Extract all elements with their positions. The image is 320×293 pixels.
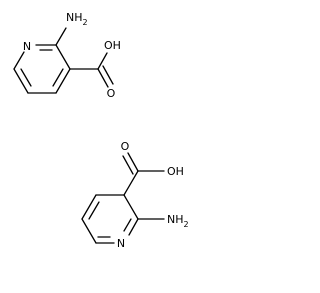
bottom-amino-label: NH2 bbox=[167, 213, 189, 229]
bottom-bond-c2-n-inner bbox=[123, 218, 132, 232]
top-amino-label: NH2 bbox=[66, 11, 88, 27]
top-bond-c-oh bbox=[97, 52, 108, 70]
top-ring-n-label: N bbox=[23, 40, 31, 53]
top-bond-c2-c3 bbox=[55, 44, 71, 70]
bottom-ring-n-label: N bbox=[117, 237, 125, 250]
bottom-carbonyl-label: O bbox=[121, 140, 130, 153]
top-bond-c6-n bbox=[13, 51, 25, 70]
top-bond-c-o-a bbox=[97, 68, 109, 88]
bottom-molecule: N NH2 OH O bbox=[81, 140, 189, 250]
top-carbonyl-label: O bbox=[107, 87, 116, 100]
bottom-hydroxyl-label: OH bbox=[167, 165, 184, 178]
top-molecule: N NH2 OH O bbox=[13, 11, 121, 100]
top-bond-c3-c4 bbox=[55, 68, 71, 94]
top-bond-c-o-b bbox=[102, 65, 114, 85]
bottom-bond-c3-c2 bbox=[123, 194, 139, 220]
top-bond-c3-c4-inner bbox=[52, 68, 64, 87]
bottom-bond-c6-c5 bbox=[81, 218, 97, 244]
bottom-bond-c5-c4-inner bbox=[88, 201, 100, 220]
chemical-structures-drawing: N NH2 OH O N NH2 OH O bbox=[13, 11, 189, 250]
top-bond-c5-c6-inner bbox=[20, 68, 32, 87]
bottom-bond-c-o-b bbox=[122, 155, 134, 175]
top-hydroxyl-label: OH bbox=[104, 39, 121, 52]
bottom-bond-c5-c4 bbox=[81, 194, 97, 220]
top-bond-c2-nh2 bbox=[55, 27, 67, 46]
bottom-bond-c3-cooh bbox=[123, 170, 139, 196]
bottom-bond-c2-n bbox=[128, 218, 139, 236]
bottom-bond-c-o-a bbox=[127, 152, 139, 172]
top-bond-c5-c6 bbox=[13, 68, 29, 94]
structure-canvas: N NH2 OH O N NH2 OH O bbox=[13, 11, 189, 250]
